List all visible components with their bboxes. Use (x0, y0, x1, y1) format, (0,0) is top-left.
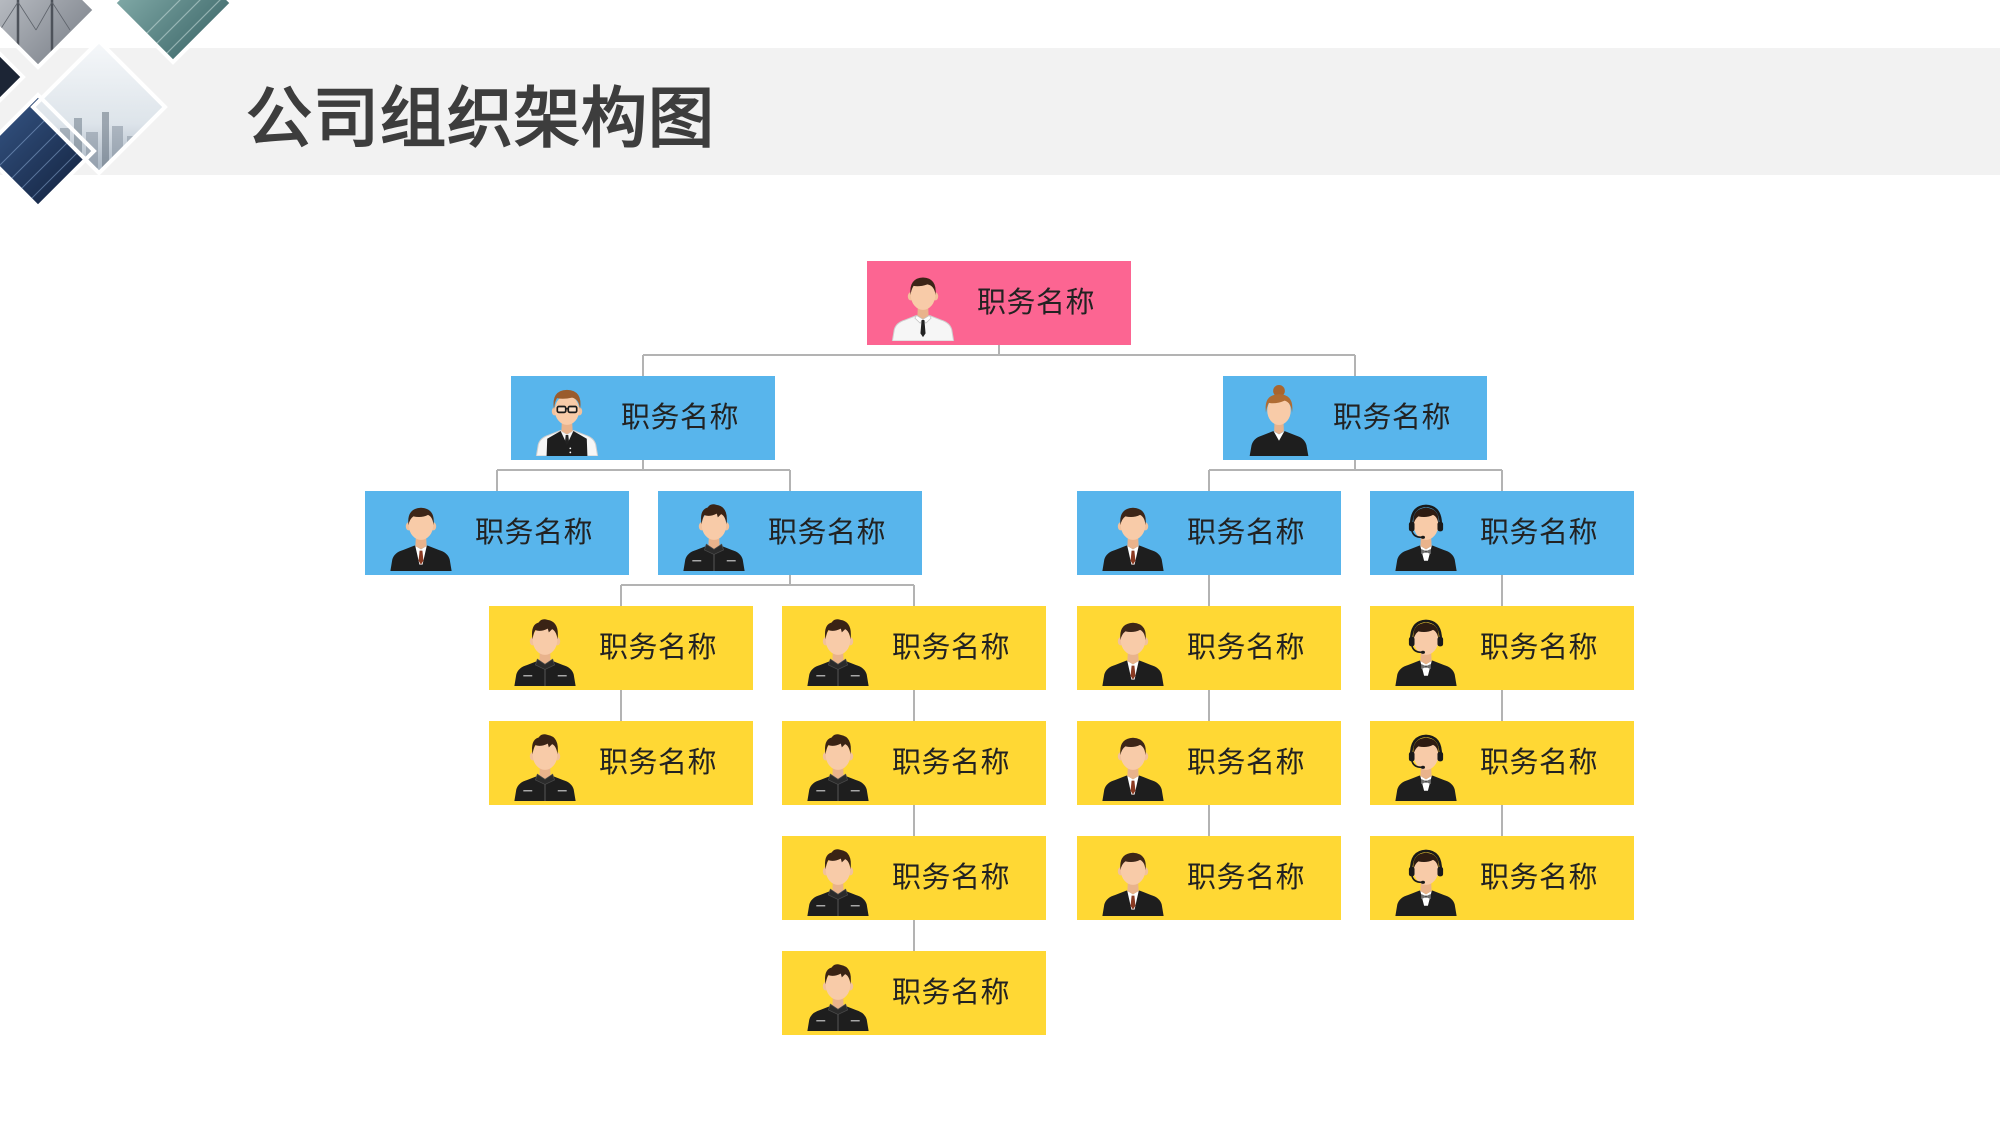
org-node-label: 职务名称 (1333, 402, 1452, 434)
suit-man-avatar-icon (389, 497, 453, 571)
header-band (0, 48, 2000, 175)
org-node-label: 职务名称 (1480, 747, 1599, 779)
org-node-staff-d-2: 职务名称 (1370, 721, 1634, 805)
org-node-label: 职务名称 (977, 287, 1096, 319)
jacket-man-avatar-icon (513, 612, 577, 686)
decor-collage-gaps (0, 0, 235, 210)
org-node-label: 职务名称 (892, 632, 1011, 664)
org-node-staff-b-2: 职务名称 (782, 721, 1046, 805)
jacket-man-avatar-icon (806, 842, 870, 916)
connector-level2-right-to-level3 (1208, 460, 1503, 491)
connector-root-to-level2 (642, 345, 1356, 376)
executive-avatar-icon (891, 267, 955, 341)
org-node-staff-c-3: 职务名称 (1077, 836, 1341, 920)
org-node-staff-d-1: 职务名称 (1370, 606, 1634, 690)
jacket-man-avatar-icon (806, 727, 870, 801)
decor-photo-collage (0, 0, 235, 210)
org-node-staff-b-4: 职务名称 (782, 951, 1046, 1035)
connector-level2-left-to-level3 (496, 460, 791, 491)
headset-man-avatar-icon (1394, 727, 1458, 801)
org-node-label: 职务名称 (1480, 517, 1599, 549)
suit-man-avatar-icon (1101, 727, 1165, 801)
suit-man-avatar-icon (1101, 612, 1165, 686)
org-node-level3-3: 职务名称 (1077, 491, 1341, 575)
jacket-man-avatar-icon (513, 727, 577, 801)
org-node-staff-d-3: 职务名称 (1370, 836, 1634, 920)
suit-man-avatar-icon (1101, 497, 1165, 571)
page-title: 公司组织架构图 (246, 81, 715, 155)
org-node-staff-c-1: 职务名称 (1077, 606, 1341, 690)
org-node-label: 职务名称 (621, 402, 740, 434)
org-node-label: 职务名称 (475, 517, 594, 549)
woman-avatar-icon (1247, 382, 1311, 456)
suit-man-avatar-icon (1101, 842, 1165, 916)
org-node-level2-right: 职务名称 (1223, 376, 1487, 460)
org-node-label: 职务名称 (1480, 632, 1599, 664)
org-node-label: 职务名称 (1187, 862, 1306, 894)
headset-man-avatar-icon (1394, 612, 1458, 686)
org-node-label: 职务名称 (892, 977, 1011, 1009)
org-node-level3-4: 职务名称 (1370, 491, 1634, 575)
org-node-label: 职务名称 (1480, 862, 1599, 894)
org-node-label: 职务名称 (599, 632, 718, 664)
org-node-label: 职务名称 (1187, 517, 1306, 549)
headset-man-avatar-icon (1394, 842, 1458, 916)
org-node-label: 职务名称 (768, 517, 887, 549)
org-node-level3-1: 职务名称 (365, 491, 629, 575)
org-node-label: 职务名称 (1187, 747, 1306, 779)
org-node-level3-2: 职务名称 (658, 491, 922, 575)
headset-man-avatar-icon (1394, 497, 1458, 571)
decor-photo-dark-tile (0, 54, 23, 100)
org-node-staff-a-2: 职务名称 (489, 721, 753, 805)
connector-level3-to-staff-ab (620, 575, 915, 606)
org-node-staff-a-1: 职务名称 (489, 606, 753, 690)
org-node-staff-c-2: 职务名称 (1077, 721, 1341, 805)
jacket-man-avatar-icon (682, 497, 746, 571)
org-node-staff-b-1: 职务名称 (782, 606, 1046, 690)
org-node-label: 职务名称 (1187, 632, 1306, 664)
org-node-root: 职务名称 (867, 261, 1131, 345)
org-node-level2-left: 职务名称 (511, 376, 775, 460)
org-node-staff-b-3: 职务名称 (782, 836, 1046, 920)
jacket-man-avatar-icon (806, 957, 870, 1031)
org-node-label: 职务名称 (892, 747, 1011, 779)
org-node-label: 职务名称 (892, 862, 1011, 894)
org-node-label: 职务名称 (599, 747, 718, 779)
glasses-man-avatar-icon (535, 382, 599, 456)
jacket-man-avatar-icon (806, 612, 870, 686)
